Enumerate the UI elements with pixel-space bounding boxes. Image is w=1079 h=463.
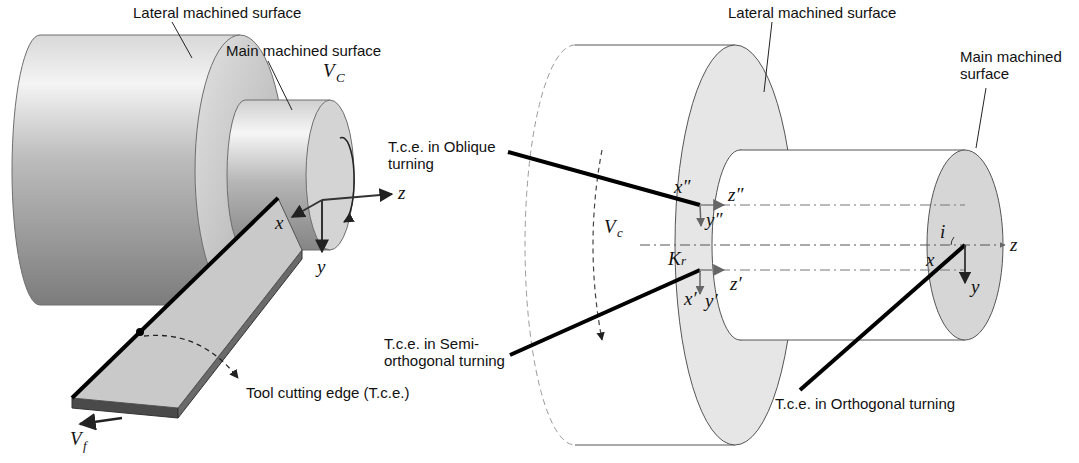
velocity-symbol: V xyxy=(323,60,335,82)
velocity-subscript: C xyxy=(336,71,345,86)
angle-subscript: r xyxy=(681,254,686,269)
part-label: Main machined surface xyxy=(960,48,1065,83)
part-label: T.c.e. in Semi-orthogonal turning xyxy=(384,335,506,370)
velocity-symbol: V xyxy=(604,216,616,238)
axis-label: y′ xyxy=(705,290,718,312)
axis-label: z″ xyxy=(728,184,743,206)
axis-label: x xyxy=(926,249,934,271)
part-label: T.c.e. in Orthogonal turning xyxy=(775,395,955,412)
angle-label: K xyxy=(668,248,681,270)
part-label: Lateral machined surface xyxy=(133,4,301,21)
axis-label: z xyxy=(398,182,405,204)
part-label: Main machined surface xyxy=(226,42,381,59)
axis-label: z xyxy=(1010,234,1017,256)
velocity-subscript: f xyxy=(83,439,87,454)
axis-label: y xyxy=(317,256,325,278)
axis-label: x′ xyxy=(684,288,697,310)
part-label: Tool cutting edge (T.c.e.) xyxy=(246,384,409,401)
axis-label: x″ xyxy=(674,176,690,198)
axis-label: z′ xyxy=(730,273,742,295)
axis-label: y″ xyxy=(706,209,722,231)
angle-label: i xyxy=(940,221,945,243)
part-label: Lateral machined surface xyxy=(728,4,896,21)
part-label: T.c.e. in Oblique turning xyxy=(388,138,503,173)
axis-label: y xyxy=(971,276,979,298)
axis-label: x xyxy=(275,212,283,234)
velocity-symbol: V xyxy=(70,428,82,450)
velocity-subscript: c xyxy=(617,226,623,241)
